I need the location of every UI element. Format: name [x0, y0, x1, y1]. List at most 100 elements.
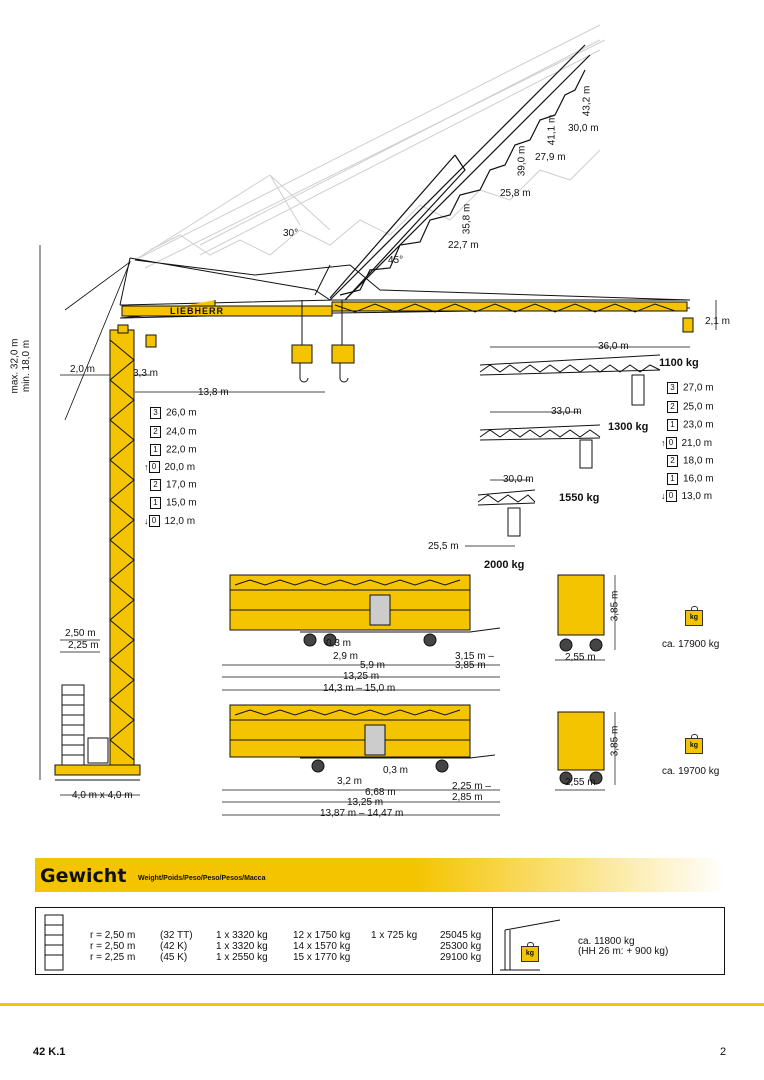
height-value: 22,0 m: [166, 444, 197, 456]
height-value: 13,0 m: [681, 491, 713, 502]
top-radius-2: 25,8 m: [500, 188, 531, 199]
right-height-5: 1 16,0 m: [667, 473, 714, 486]
height-value: 23,0 m: [683, 419, 714, 431]
right-height-4: 2 18,0 m: [667, 455, 714, 468]
t2-dim-5: 13,25 m: [347, 797, 384, 808]
section-box: 1: [667, 419, 678, 431]
top-height-0: 43,2 m: [581, 85, 593, 117]
height-value: 18,0 m: [683, 455, 714, 467]
dim-2-0: 2,0 m: [70, 364, 96, 375]
row-c1: 1 x 2550 kg: [216, 952, 268, 963]
section-box: 2: [150, 426, 161, 438]
dim-13-8: 13,8 m: [198, 387, 229, 398]
row-c1: 1 x 3320 kg: [216, 941, 268, 952]
weight-table-icons: [44, 914, 561, 971]
height-value: 15,0 m: [166, 497, 197, 509]
jib-radius-3: 25,5 m: [428, 541, 459, 552]
t2-dim-1: 3,2 m: [337, 776, 363, 787]
top-radius-3: 22,7 m: [448, 240, 479, 251]
section-box: 0: [665, 437, 677, 450]
dim-2-25: 2,25 m: [68, 640, 99, 651]
kg-icon: kg: [685, 734, 703, 754]
footer-rule: [0, 1003, 764, 1006]
right-height-2: 1 23,0 m: [667, 419, 714, 432]
t1-height: 3,85 m: [609, 590, 621, 622]
main-jib: [64, 257, 691, 421]
section-box: 2: [150, 479, 161, 491]
section-box: 0: [148, 515, 160, 528]
weight-subtitle: Weight/Poids/Peso/Peso/Pesos/Macca: [138, 875, 266, 882]
dim-2-1: 2,1 m: [705, 316, 731, 327]
row-radius: r = 2,25 m: [90, 952, 136, 963]
arrow-up-icon: ↑: [144, 462, 149, 472]
section-box: 0: [665, 490, 677, 503]
right-height-6: ↓0 13,0 m: [661, 490, 712, 503]
kg-icon: kg: [685, 606, 703, 626]
ghost-jib-30: [134, 24, 606, 269]
hooks: [145, 300, 694, 383]
arrow-up-icon: ↑: [661, 438, 666, 448]
top-radius-1: 27,9 m: [535, 152, 566, 163]
row-type: (45 K): [160, 952, 188, 963]
t1-dim-0: 0,3 m: [326, 638, 352, 649]
top-radius-0: 30,0 m: [568, 123, 599, 134]
min-height-label: min. 18,0 m: [21, 339, 33, 393]
section-box: 1: [150, 444, 161, 456]
row-type: (32 TT): [160, 930, 193, 941]
t2-dim-4: 2,85 m: [452, 792, 483, 803]
top-height-3: 35,8 m: [461, 203, 473, 235]
row-total: 25300 kg: [440, 941, 482, 952]
section-box: 3: [667, 382, 678, 394]
jib-load-1: 1300 kg: [608, 421, 649, 433]
section-box: 2: [667, 455, 678, 467]
row-c2: 14 x 1570 kg: [293, 941, 351, 952]
luffed-jib-45: [329, 44, 591, 301]
height-value: 17,0 m: [166, 479, 197, 491]
crane-weight: ca. 11800 kg: [578, 936, 635, 947]
weight-banner: [35, 858, 725, 892]
height-value: 27,0 m: [683, 382, 714, 394]
jib-radius-1: 33,0 m: [551, 406, 582, 417]
t1-weight: ca. 17900 kg: [662, 639, 720, 650]
section-box: 1: [667, 473, 678, 485]
t1-dim-5: 13,25 m: [343, 671, 380, 682]
section-box: 1: [150, 497, 161, 509]
t1-width: 2,55 m: [565, 652, 596, 663]
max-height-label: max. 32,0 m: [9, 338, 21, 394]
t2-dim-2: 2,25 m –: [452, 781, 491, 792]
t1-dim-4: 3,85 m: [455, 660, 486, 671]
t1-dim-6: 14,3 m – 15,0 m: [323, 683, 396, 694]
angle-30-label: 30°: [283, 228, 299, 239]
arrow-down-icon: ↓: [661, 491, 666, 501]
left-height-5: 1 15,0 m: [150, 497, 197, 510]
row-radius: r = 2,50 m: [90, 941, 136, 952]
t2-dim-6: 13,87 m – 14,47 m: [320, 808, 404, 819]
model-name: 42 K.1: [33, 1046, 66, 1058]
short-jibs: [477, 354, 661, 537]
section-box: 0: [148, 461, 160, 474]
jib-load-3: 2000 kg: [484, 559, 525, 571]
transport-vehicle-1: [222, 574, 616, 691]
row-c3: 1 x 725 kg: [371, 930, 418, 941]
row-total: 25045 kg: [440, 930, 482, 941]
right-height-0: 3 27,0 m: [667, 382, 714, 395]
left-height-2: 1 22,0 m: [150, 444, 197, 457]
t2-dim-0: 0,3 m: [383, 765, 409, 776]
dim-2-50: 2,50 m: [65, 628, 96, 639]
jib-radius-2: 30,0 m: [503, 474, 534, 485]
crane-weight-note: (HH 26 m: + 900 kg): [578, 946, 669, 957]
t2-width: 2,55 m: [565, 777, 596, 788]
weight-title: Gewicht: [40, 865, 127, 887]
row-c2: 12 x 1750 kg: [293, 930, 351, 941]
height-value: 25,0 m: [683, 401, 714, 413]
height-value: 26,0 m: [166, 407, 197, 419]
height-value: 16,0 m: [683, 473, 714, 485]
jib-load-0: 1100 kg: [659, 357, 699, 369]
table-divider: [492, 907, 493, 975]
